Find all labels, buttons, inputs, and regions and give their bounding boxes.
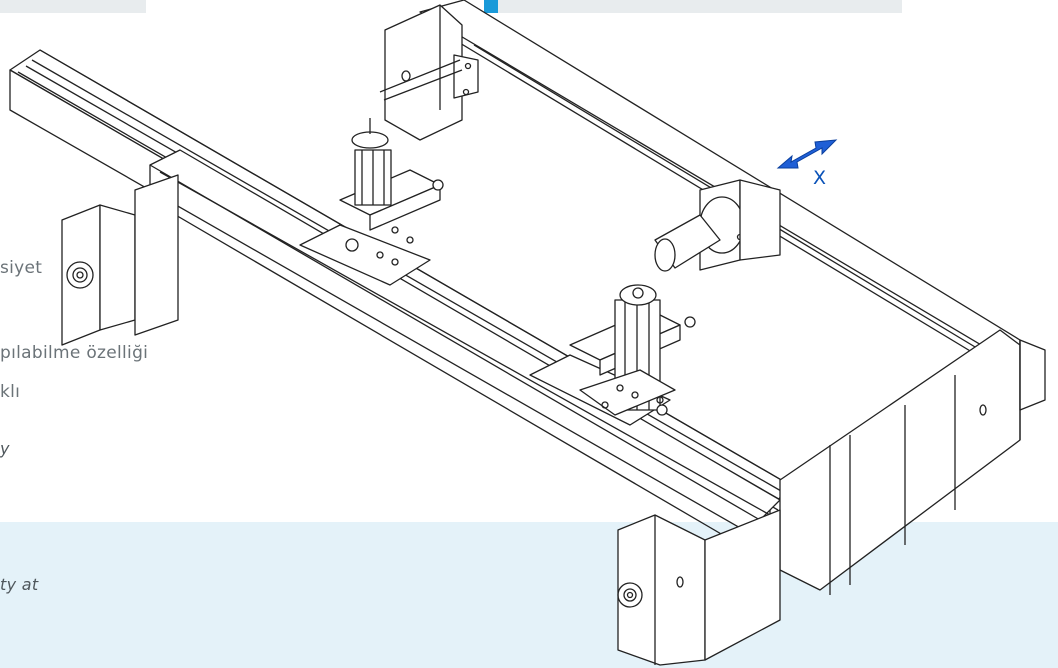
carriage-assembly-1 [299,118,444,286]
drive-shaft [379,59,463,101]
text-fragment-1: siyet [0,258,43,278]
right-end-block [617,509,781,666]
left-frame-post [384,4,479,141]
axis-label-x: X [813,167,827,189]
left-end-block [61,174,179,346]
top-right-bar [498,0,902,13]
text-fragment-2: pılabilme özelliği [0,343,149,363]
right-frame-structure [779,329,1046,595]
info-band [0,522,1058,668]
text-fragment-4: y [0,439,10,458]
double-arrow-icon [776,139,838,169]
text-fragment-5: ty at [0,575,39,594]
top-accent-marker [484,0,498,13]
top-left-bar [0,0,146,13]
servo-motor [654,179,781,272]
carriage-assembly-2 [529,284,696,426]
text-fragment-3: klı [0,382,21,402]
